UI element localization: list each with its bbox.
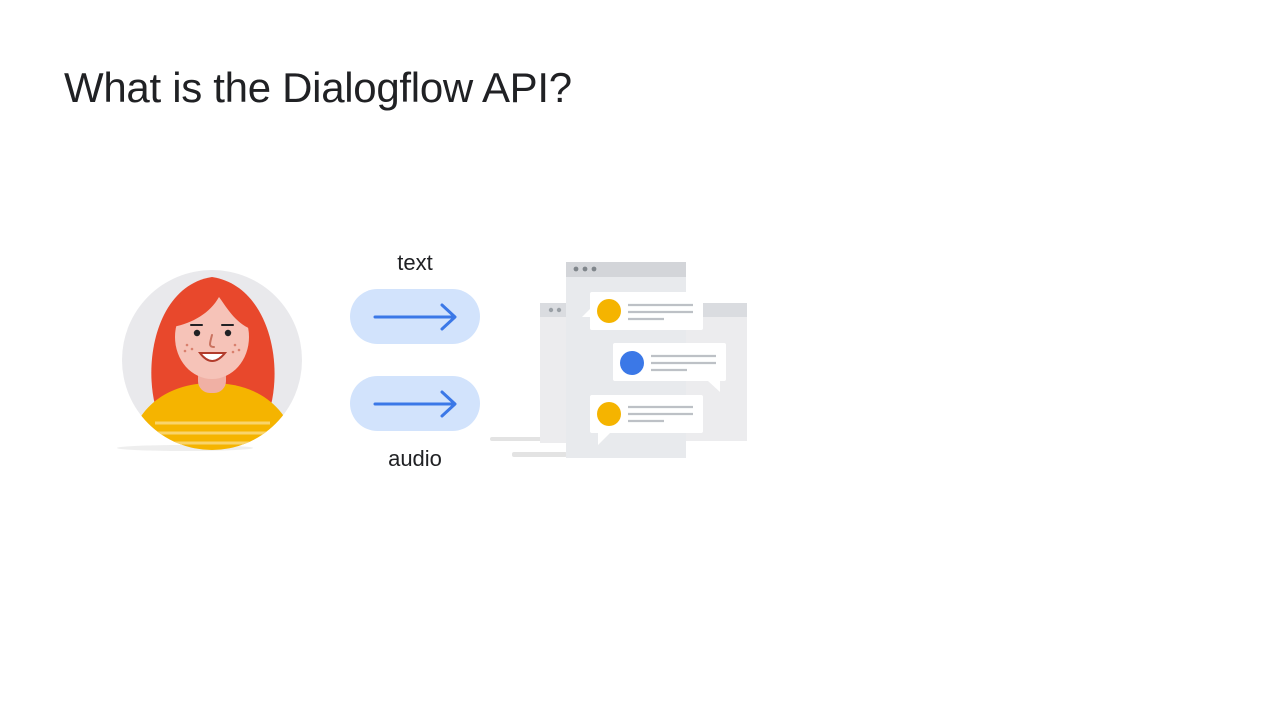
- text-input-arrow: [350, 289, 480, 344]
- right-arrow-icon: [373, 390, 457, 418]
- audio-input-arrow: [350, 376, 480, 431]
- right-arrow-icon: [373, 303, 457, 331]
- slide-title: What is the Dialogflow API?: [64, 64, 572, 111]
- chat-window-icon: [490, 262, 747, 458]
- input-label-audio: audio: [388, 446, 442, 471]
- input-label-text: text: [397, 250, 433, 275]
- woman-avatar-icon: [117, 270, 302, 451]
